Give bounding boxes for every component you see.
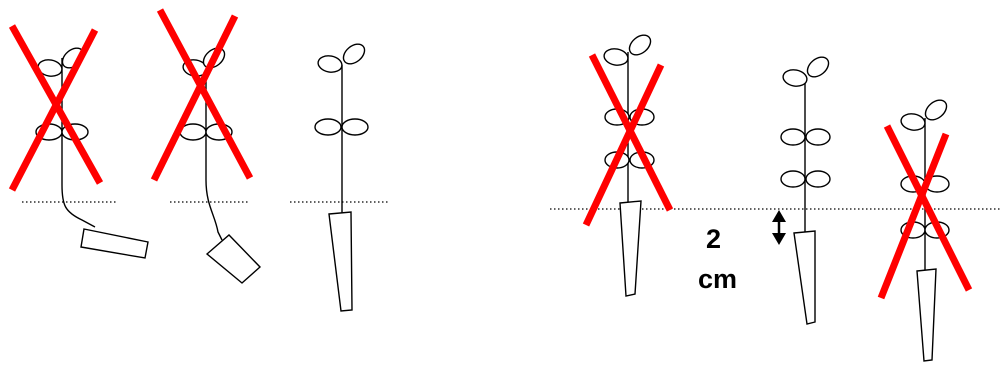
seedling-leaf — [341, 118, 369, 136]
seedling-stem — [205, 60, 223, 241]
reject-cross — [883, 124, 973, 292]
seedling-tube — [619, 200, 642, 297]
seedling-correct-depth — [780, 56, 831, 325]
seedling-leaf — [342, 43, 366, 65]
seedling-tube — [916, 268, 937, 362]
seedling-leaf — [317, 55, 343, 73]
seedling-leaf — [805, 128, 831, 146]
seedling-tube — [328, 211, 353, 312]
reject-cross — [156, 8, 254, 180]
distance-value: 2 — [706, 224, 722, 254]
seedling-leaf — [805, 170, 831, 188]
depth-arrow-head-up — [772, 210, 786, 222]
seedling-too-shallow — [582, 34, 674, 297]
seedling-leaf — [780, 128, 806, 146]
right-panel — [550, 34, 1000, 362]
seedling-correct-left — [314, 43, 369, 312]
seedling-leaf — [603, 48, 629, 66]
reject-cross — [150, 14, 239, 182]
reject-cross — [8, 28, 99, 192]
reject-cross — [582, 63, 665, 227]
seedling-leaf — [782, 69, 808, 87]
seedling-tube — [793, 230, 816, 325]
seedling-stem — [61, 58, 96, 228]
seedling-leaf — [780, 170, 806, 188]
seedling-tilted-tube — [150, 8, 262, 284]
seedling-bent-stem — [8, 24, 149, 259]
reject-cross — [877, 132, 950, 300]
seedling-leaf — [924, 99, 948, 121]
depth-arrow — [772, 210, 786, 245]
distance-unit: cm — [698, 264, 738, 294]
seedling-leaf — [900, 113, 926, 131]
seedling-leaf — [314, 118, 342, 136]
seedling-tube — [80, 228, 149, 259]
left-panel — [8, 8, 388, 312]
seedling-leaf — [806, 56, 830, 78]
seedling-leaf — [628, 34, 652, 56]
depth-arrow-head-down — [772, 233, 786, 245]
seedling-too-deep — [877, 99, 973, 362]
seedling-tube — [205, 234, 262, 284]
